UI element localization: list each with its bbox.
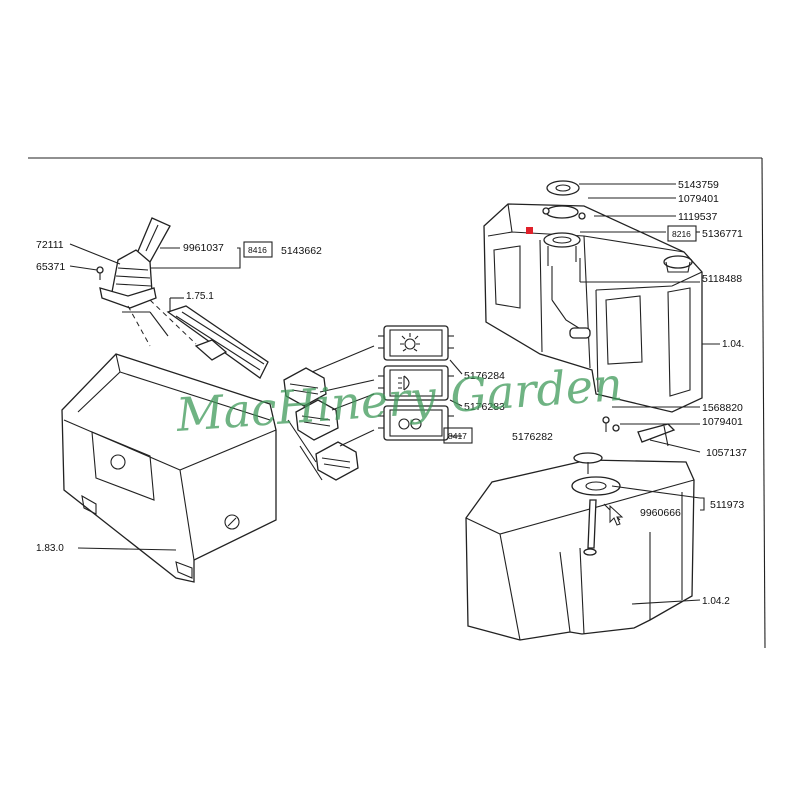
part-label-5176284: 5176284 (464, 370, 505, 382)
part-label-5176282: 5176282 (512, 431, 553, 443)
switch-housings (283, 367, 359, 481)
part-label-1079401-lower: 1079401 (702, 416, 743, 428)
upper-fuel-tank (483, 203, 703, 413)
cursor-arrow (609, 504, 624, 526)
code-box-8216 (667, 225, 697, 242)
console-housing (61, 353, 277, 583)
switch-rocker-headlamp (378, 365, 454, 401)
part-label-1079401-upper: 1079401 (678, 193, 719, 205)
part-label-1119537: 1119537 (678, 211, 717, 223)
code-box-8417 (443, 427, 473, 444)
fuel-sender-lower (571, 416, 676, 556)
lower-tank-leaders (611, 406, 705, 605)
code-box-8416 (243, 241, 273, 258)
part-label-5118488: 5118488 (702, 273, 742, 285)
control-lever-assembly (96, 217, 171, 309)
lower-fuel-tank (465, 459, 695, 641)
sheet-frame (28, 157, 766, 649)
headlamp-icon (398, 375, 410, 391)
lever-dashed-guides (122, 299, 197, 347)
ref-label-1-04-2: 1.04.2 (702, 596, 730, 607)
switch-leaders (311, 345, 375, 447)
fuel-sender-upper (542, 180, 591, 339)
part-label-65371: 65371 (36, 261, 65, 273)
switch-rocker-fog (378, 405, 454, 441)
part-label-72111: 72111 (36, 239, 64, 251)
ref-label-1-83-0: 1.83.0 (36, 543, 64, 554)
code-label-8417: 8417 (448, 431, 467, 441)
part-label-9961037: 9961037 (183, 242, 224, 254)
part-label-5136771: 5136771 (702, 228, 743, 240)
light-icon (400, 333, 420, 352)
ref-label-1-04: 1.04. (722, 339, 744, 350)
part-label-1568820: 1568820 (702, 402, 743, 414)
code-label-8416: 8416 (248, 245, 267, 255)
part-label-5143759: 5143759 (678, 179, 719, 191)
upper-tank-leaders (579, 183, 720, 345)
switch-label-leaders (449, 359, 463, 437)
part-label-5176283: 5176283 (464, 401, 505, 413)
switch-rocker-light (378, 325, 454, 361)
part-label-511973: 511973 (710, 499, 744, 511)
fog-lamp-icon (398, 418, 422, 430)
code-label-8216: 8216 (672, 229, 691, 239)
part-label-9960666: 9960666 (640, 507, 681, 519)
left-top-leaders (69, 243, 241, 271)
highlight-marker (526, 227, 533, 234)
part-label-1057137: 1057137 (706, 447, 747, 459)
cover-plate (166, 297, 269, 379)
part-label-5143662: 5143662 (281, 245, 322, 257)
ref-label-1-75-1: 1.75.1 (186, 291, 214, 302)
leader-1-83-0 (77, 547, 177, 551)
